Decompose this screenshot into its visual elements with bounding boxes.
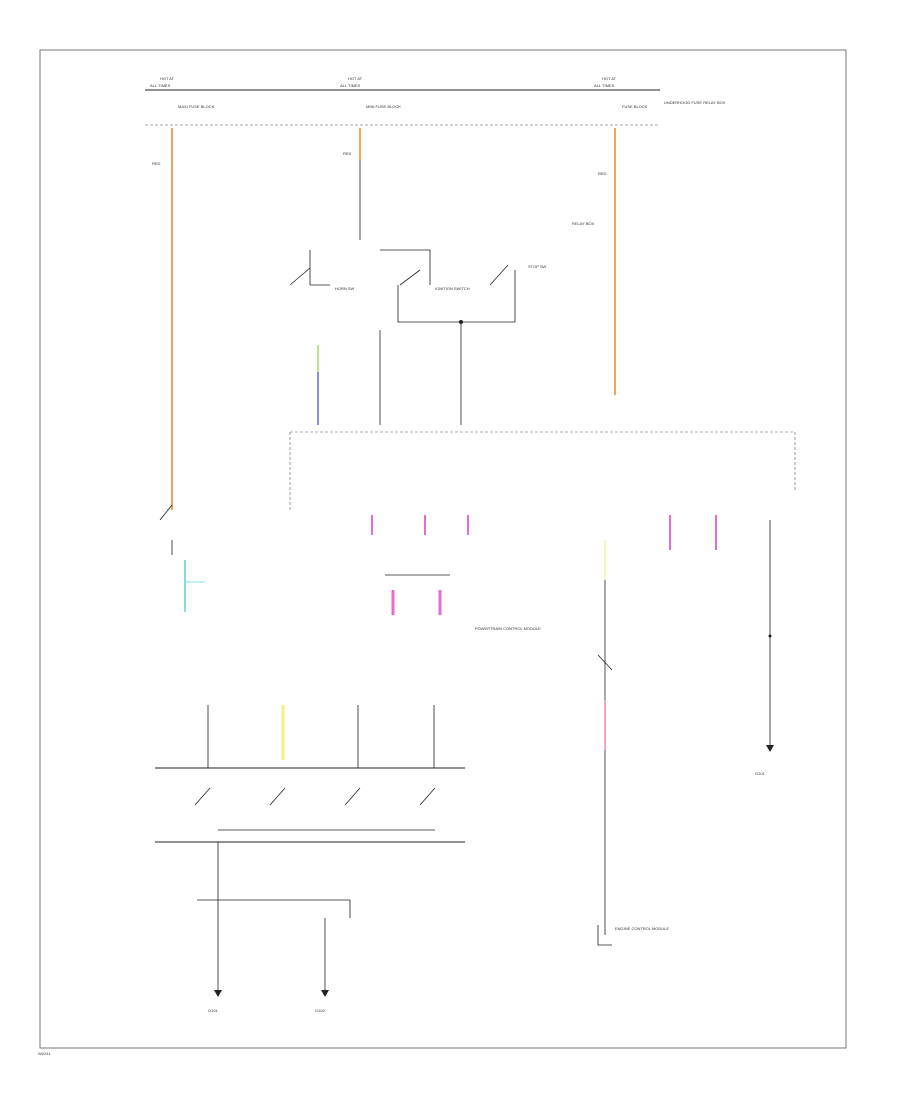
fuse-label-right: FUSE BLOCK (622, 104, 648, 109)
diagram-frame (39, 49, 847, 1049)
far-right-arrow (766, 745, 774, 752)
underhood-label: UNDERHOOD FUSE RELAY BOX (664, 100, 726, 105)
ignition-switch (380, 249, 516, 323)
pcm-label: POWERTRAIN CONTROL MODULE (475, 626, 541, 631)
wire-color-right: RED (598, 171, 607, 176)
hot-at-label-right: HOT AT (602, 76, 617, 81)
ground-label-mid: G102 (315, 1008, 326, 1013)
ground-bracket-right (597, 925, 612, 946)
ecm-label: ENGINE CONTROL MODULE (615, 926, 669, 931)
far-right-dot (768, 634, 772, 638)
all-times-label-mid: ALL TIMES (340, 83, 361, 88)
stop-switch-label: STOP SW (528, 264, 547, 269)
bottom-branch (197, 899, 351, 918)
fuse-label-left: MAXI FUSE BLOCK (178, 104, 215, 109)
wire-color-left: RED (152, 161, 161, 166)
cyan-switch (159, 504, 186, 610)
ground-label-right: G201 (755, 771, 766, 776)
hot-at-label-mid: HOT AT (348, 76, 363, 81)
horn-switch-label: HORN SW (335, 286, 355, 291)
ignition-switch-label: IGNITION SWITCH (435, 286, 470, 291)
footer-code: W0241 (38, 1051, 51, 1056)
bottom-arrow-left (214, 990, 222, 997)
lower-switches (194, 787, 436, 806)
horn-switch (289, 250, 330, 286)
ground-label-left: G101 (208, 1008, 219, 1013)
hot-at-label-left: HOT AT (160, 76, 175, 81)
right-col-switch (597, 654, 613, 671)
relay-box-label: RELAY BOX (572, 221, 595, 226)
wire-color-mid: RED (343, 151, 352, 156)
fuse-label-mid: MINI FUSE BLOCK (366, 104, 401, 109)
all-times-label-left: ALL TIMES (150, 83, 171, 88)
all-times-label-right: ALL TIMES (594, 83, 615, 88)
bottom-arrow-right (321, 990, 329, 997)
